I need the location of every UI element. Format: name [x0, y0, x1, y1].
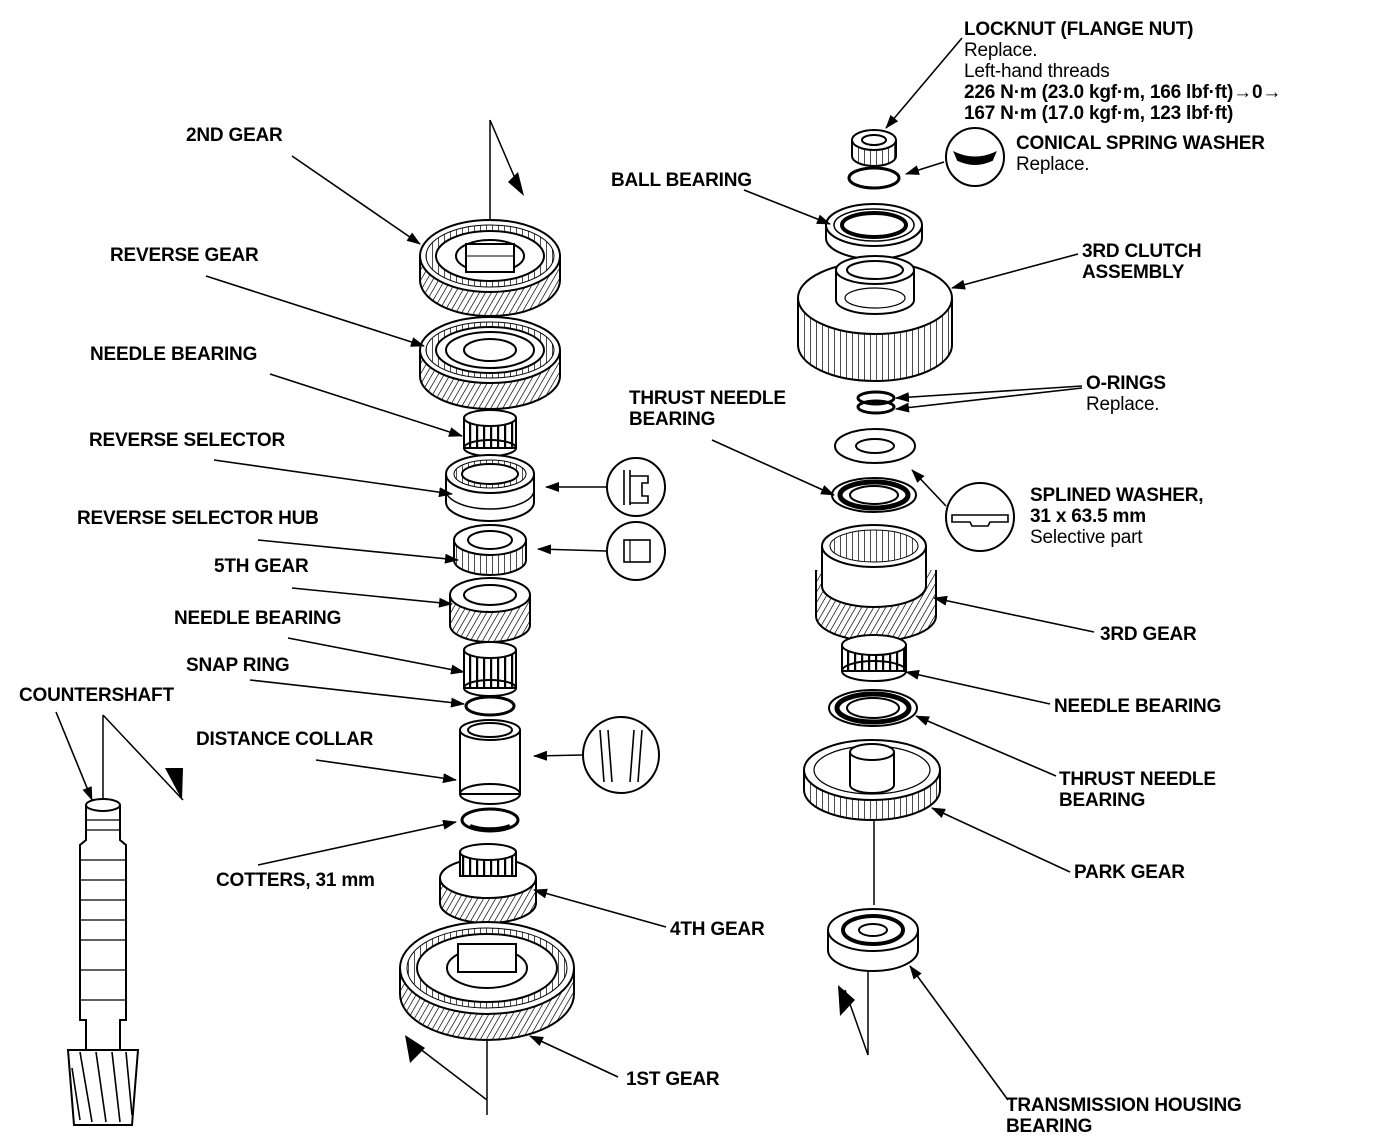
- thrust-needle-top-shape: [831, 477, 917, 513]
- third-gear-label: 3RD GEAR: [1100, 624, 1197, 645]
- washer-detail-callout: [945, 127, 1005, 187]
- thrust-needle-top-line1: THRUST NEEDLE: [629, 388, 786, 409]
- leader-lines: [55, 37, 1095, 1101]
- needle-bearing-1-label: NEEDLE BEARING: [90, 344, 257, 365]
- o-rings-note: Replace.: [1086, 394, 1160, 415]
- splined-washer-shape: [834, 428, 916, 464]
- reverse-selector-text: REVERSE SELECTOR: [89, 430, 285, 451]
- reverse-selector-hub-text: REVERSE SELECTOR HUB: [77, 508, 319, 529]
- distance-collar-label: DISTANCE COLLAR: [196, 729, 373, 750]
- thrust-needle-top-label: THRUST NEEDLE BEARING: [629, 388, 786, 430]
- housing-bearing-label: TRANSMISSION HOUSING BEARING: [1006, 1095, 1242, 1137]
- locknut-note-threads: Left-hand threads: [964, 61, 1110, 82]
- locknut-torque-1: 226 N·m (23.0 kgf·m, 166 lbf·ft)→0→: [964, 82, 1282, 103]
- needle-bearing-2-text: NEEDLE BEARING: [174, 608, 342, 629]
- park-gear-text: PARK GEAR: [1074, 862, 1185, 883]
- fifth-gear-shape: [449, 577, 531, 643]
- third-clutch-shape: [797, 255, 953, 382]
- reverse-selector-label: REVERSE SELECTOR: [89, 430, 285, 451]
- conical-washer-note: Replace.: [1016, 154, 1090, 175]
- right-axis: [838, 820, 875, 1056]
- locknut-shape: [851, 129, 897, 167]
- locknut-torque-2: 167 N·m (17.0 kgf·m, 123 lbf·ft): [964, 103, 1234, 124]
- needle-bearing-2-shape: [463, 641, 517, 697]
- thrust-needle-bottom-shape: [828, 689, 918, 727]
- splined-washer-label: SPLINED WASHER, 31 x 63.5 mm Selective p…: [1030, 485, 1204, 548]
- o-rings-label: O-RINGS Replace.: [1086, 373, 1166, 415]
- reverse-selector-shape: [445, 454, 535, 522]
- housing-bearing-line2: BEARING: [1006, 1116, 1093, 1137]
- third-clutch-line2: ASSEMBLY: [1082, 262, 1185, 283]
- hub-detail-callout: [606, 521, 666, 581]
- reverse-selector-hub-shape: [453, 524, 527, 576]
- park-gear-shape: [803, 739, 941, 821]
- snap-ring-shape: [464, 695, 516, 717]
- splined-washer-detail-callout: [945, 482, 1015, 552]
- first-gear-label: 1ST GEAR: [626, 1069, 720, 1090]
- needle-bearing-right-text: NEEDLE BEARING: [1054, 696, 1222, 717]
- fifth-gear-text: 5TH GEAR: [214, 556, 309, 577]
- cotters-text: COTTERS, 31 mm: [216, 870, 375, 891]
- fifth-gear-label: 5TH GEAR: [214, 556, 309, 577]
- countershaft-text: COUNTERSHAFT: [19, 685, 174, 706]
- needle-bearing-right-shape: [841, 634, 907, 682]
- needle-bearing-right-label: NEEDLE BEARING: [1054, 696, 1221, 717]
- selector-detail-callout: [606, 457, 666, 517]
- park-gear-label: PARK GEAR: [1074, 862, 1185, 883]
- thrust-needle-top-line2: BEARING: [629, 409, 716, 430]
- conical-washer-shape: [847, 166, 901, 190]
- reverse-selector-hub-label: REVERSE SELECTOR HUB: [77, 508, 319, 529]
- fourth-gear-shape: [439, 843, 537, 924]
- locknut-label: LOCKNUT (FLANGE NUT) Replace. Left-hand …: [964, 19, 1281, 124]
- third-gear-text: 3RD GEAR: [1100, 624, 1197, 645]
- countershaft-shape: [66, 714, 184, 1126]
- third-clutch-label: 3RD CLUTCH ASSEMBLY: [1082, 241, 1202, 283]
- collar-detail-callout: [582, 716, 660, 794]
- reverse-gear-label: REVERSE GEAR: [110, 245, 259, 266]
- reverse-gear-shape: [419, 316, 561, 410]
- o-rings-shape: [856, 390, 896, 415]
- needle-bearing-2-label: NEEDLE BEARING: [174, 608, 341, 629]
- thrust-needle-bottom-line2: BEARING: [1059, 790, 1146, 811]
- snap-ring-text: SNAP RING: [186, 655, 290, 676]
- second-gear-label: 2ND GEAR: [186, 125, 283, 146]
- third-gear-shape: [815, 524, 937, 642]
- housing-bearing-shape: [827, 908, 919, 972]
- second-gear-shape: [419, 219, 561, 317]
- first-gear-shape: [399, 921, 575, 1041]
- reverse-gear-text: REVERSE GEAR: [110, 245, 259, 266]
- ball-bearing-label: BALL BEARING: [611, 170, 752, 191]
- housing-bearing-line1: TRANSMISSION HOUSING: [1006, 1095, 1242, 1116]
- fourth-gear-label: 4TH GEAR: [670, 919, 765, 940]
- first-gear-text: 1ST GEAR: [626, 1069, 720, 1090]
- splined-washer-name: SPLINED WASHER,: [1030, 485, 1204, 506]
- needle-bearing-1-text: NEEDLE BEARING: [90, 344, 258, 365]
- ball-bearing-text: BALL BEARING: [611, 170, 752, 191]
- third-clutch-line1: 3RD CLUTCH: [1082, 241, 1202, 262]
- second-gear-text: 2ND GEAR: [186, 125, 283, 146]
- fourth-gear-text: 4TH GEAR: [670, 919, 765, 940]
- locknut-name: LOCKNUT (FLANGE NUT): [964, 19, 1194, 40]
- conical-washer-name: CONICAL SPRING WASHER: [1016, 133, 1265, 154]
- distance-collar-text: DISTANCE COLLAR: [196, 729, 374, 750]
- distance-collar-shape: [459, 719, 521, 805]
- snap-ring-label: SNAP RING: [186, 655, 290, 676]
- cotters-label: COTTERS, 31 mm: [216, 870, 375, 891]
- conical-washer-label: CONICAL SPRING WASHER Replace.: [1016, 133, 1265, 175]
- countershaft-label: COUNTERSHAFT: [19, 685, 174, 706]
- ball-bearing-shape: [825, 203, 923, 260]
- o-rings-name: O-RINGS: [1086, 373, 1166, 394]
- splined-washer-size: 31 x 63.5 mm: [1030, 506, 1146, 527]
- splined-washer-note: Selective part: [1030, 527, 1143, 548]
- thrust-needle-bottom-line1: THRUST NEEDLE: [1059, 769, 1216, 790]
- thrust-needle-bottom-label: THRUST NEEDLE BEARING: [1059, 769, 1216, 811]
- needle-bearing-1-shape: [463, 409, 517, 457]
- cotters-shape: [460, 807, 520, 833]
- locknut-note-replace: Replace.: [964, 40, 1038, 61]
